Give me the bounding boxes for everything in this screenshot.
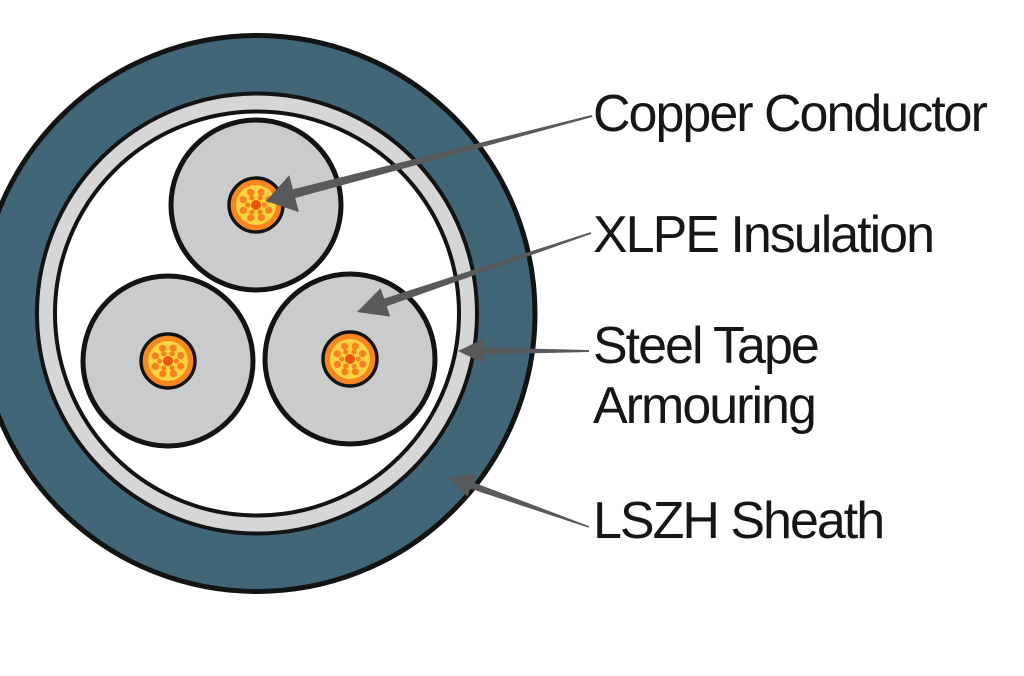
arrow-copper-conductor	[266, 115, 593, 213]
label-xlpe-insulation: XLPE Insulation	[593, 206, 935, 264]
label-steel-tape-armouring: Steel Tape Armouring	[593, 317, 820, 435]
label-lszh-sheath: LSZH Sheath	[593, 492, 885, 550]
copper-conductor-3	[321, 330, 379, 388]
copper-conductor-2	[139, 332, 197, 390]
copper-conductor-1	[227, 176, 285, 234]
arrow-lszh-sheath	[448, 474, 590, 528]
arrow-steel-tape-armouring	[458, 338, 589, 364]
arrow-xlpe-insulation	[357, 232, 592, 317]
label-copper-conductor: Copper Conductor	[593, 85, 988, 143]
